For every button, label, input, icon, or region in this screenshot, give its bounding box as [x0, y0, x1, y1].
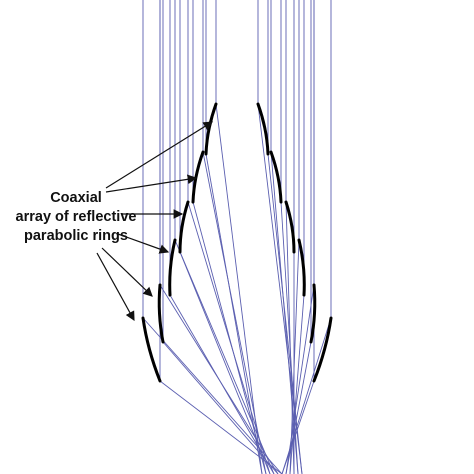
right-reflected-ray — [280, 201, 299, 474]
left-mirror-ring-1 — [204, 102, 218, 156]
right-mirror-ring-4 — [297, 238, 306, 297]
right-reflected-ray — [257, 103, 303, 474]
callout-arrow-1 — [105, 121, 214, 189]
left-reflected-ray — [192, 201, 267, 474]
right-reflected-ray — [285, 341, 312, 474]
right-mirror-ring-1 — [256, 102, 270, 156]
left-reflected-ray — [162, 341, 279, 474]
right-reflected-ray — [281, 380, 315, 474]
left-reflected-ray — [159, 284, 279, 474]
callout-arrow-6 — [96, 252, 135, 322]
left-reflected-ray — [179, 251, 271, 474]
right-mirror-ring-3 — [284, 200, 296, 254]
callout-arrows — [96, 121, 214, 322]
light-rays — [142, 0, 332, 474]
left-reflected-ray — [142, 317, 283, 474]
left-reflected-ray — [205, 153, 263, 474]
right-mirror-ring-5 — [309, 283, 317, 344]
right-reflected-ray — [285, 284, 315, 474]
callout-label: Coaxial array of reflective parabolic ri… — [16, 190, 137, 244]
label-line-3: parabolic rings — [24, 228, 128, 244]
parabolic-mirror-rings — [141, 102, 333, 383]
left-mirror-ring-3 — [178, 200, 190, 254]
callout-arrow-5 — [101, 247, 153, 297]
callout-arrow-2 — [105, 174, 198, 193]
left-reflected-ray — [174, 239, 275, 474]
label-line-2: array of reflective — [16, 209, 137, 225]
left-reflected-ray — [187, 201, 271, 474]
left-reflected-ray — [202, 151, 267, 474]
callout-arrow-4 — [117, 233, 170, 254]
right-mirror-ring-6 — [312, 316, 333, 383]
left-mirror-ring-4 — [168, 238, 177, 297]
left-mirror-ring-6 — [141, 316, 162, 383]
right-reflected-ray — [281, 317, 332, 474]
left-mirror-ring-5 — [157, 283, 165, 344]
left-mirror-ring-2 — [191, 150, 205, 204]
label-line-1: Coaxial — [50, 190, 102, 206]
right-mirror-ring-2 — [269, 150, 283, 204]
left-reflected-ray — [159, 380, 283, 474]
